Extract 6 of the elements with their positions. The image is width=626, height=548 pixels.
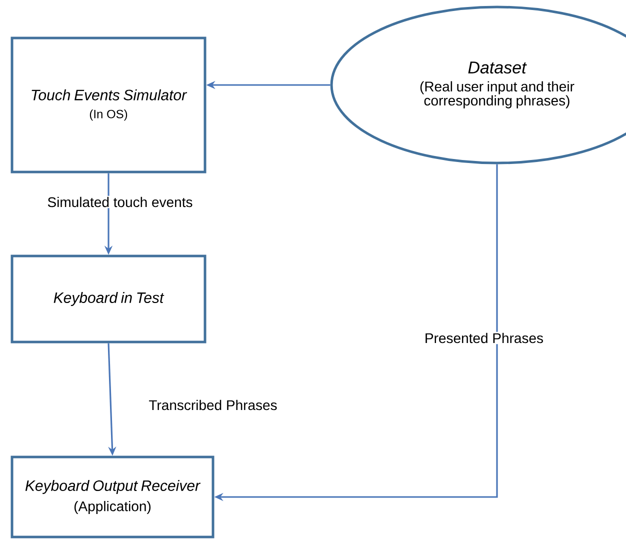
- process-box: Keyboard in Test: [10, 254, 206, 344]
- process-box: Touch Events Simulator (In OS): [10, 36, 206, 174]
- edge-label: Transcribed Phrases: [148, 398, 278, 412]
- edge-label: Simulated touch events: [46, 196, 194, 208]
- edge-label: Presented Phrases: [423, 332, 545, 344]
- process-box: Keyboard Output Receiver (Application): [10, 456, 214, 538]
